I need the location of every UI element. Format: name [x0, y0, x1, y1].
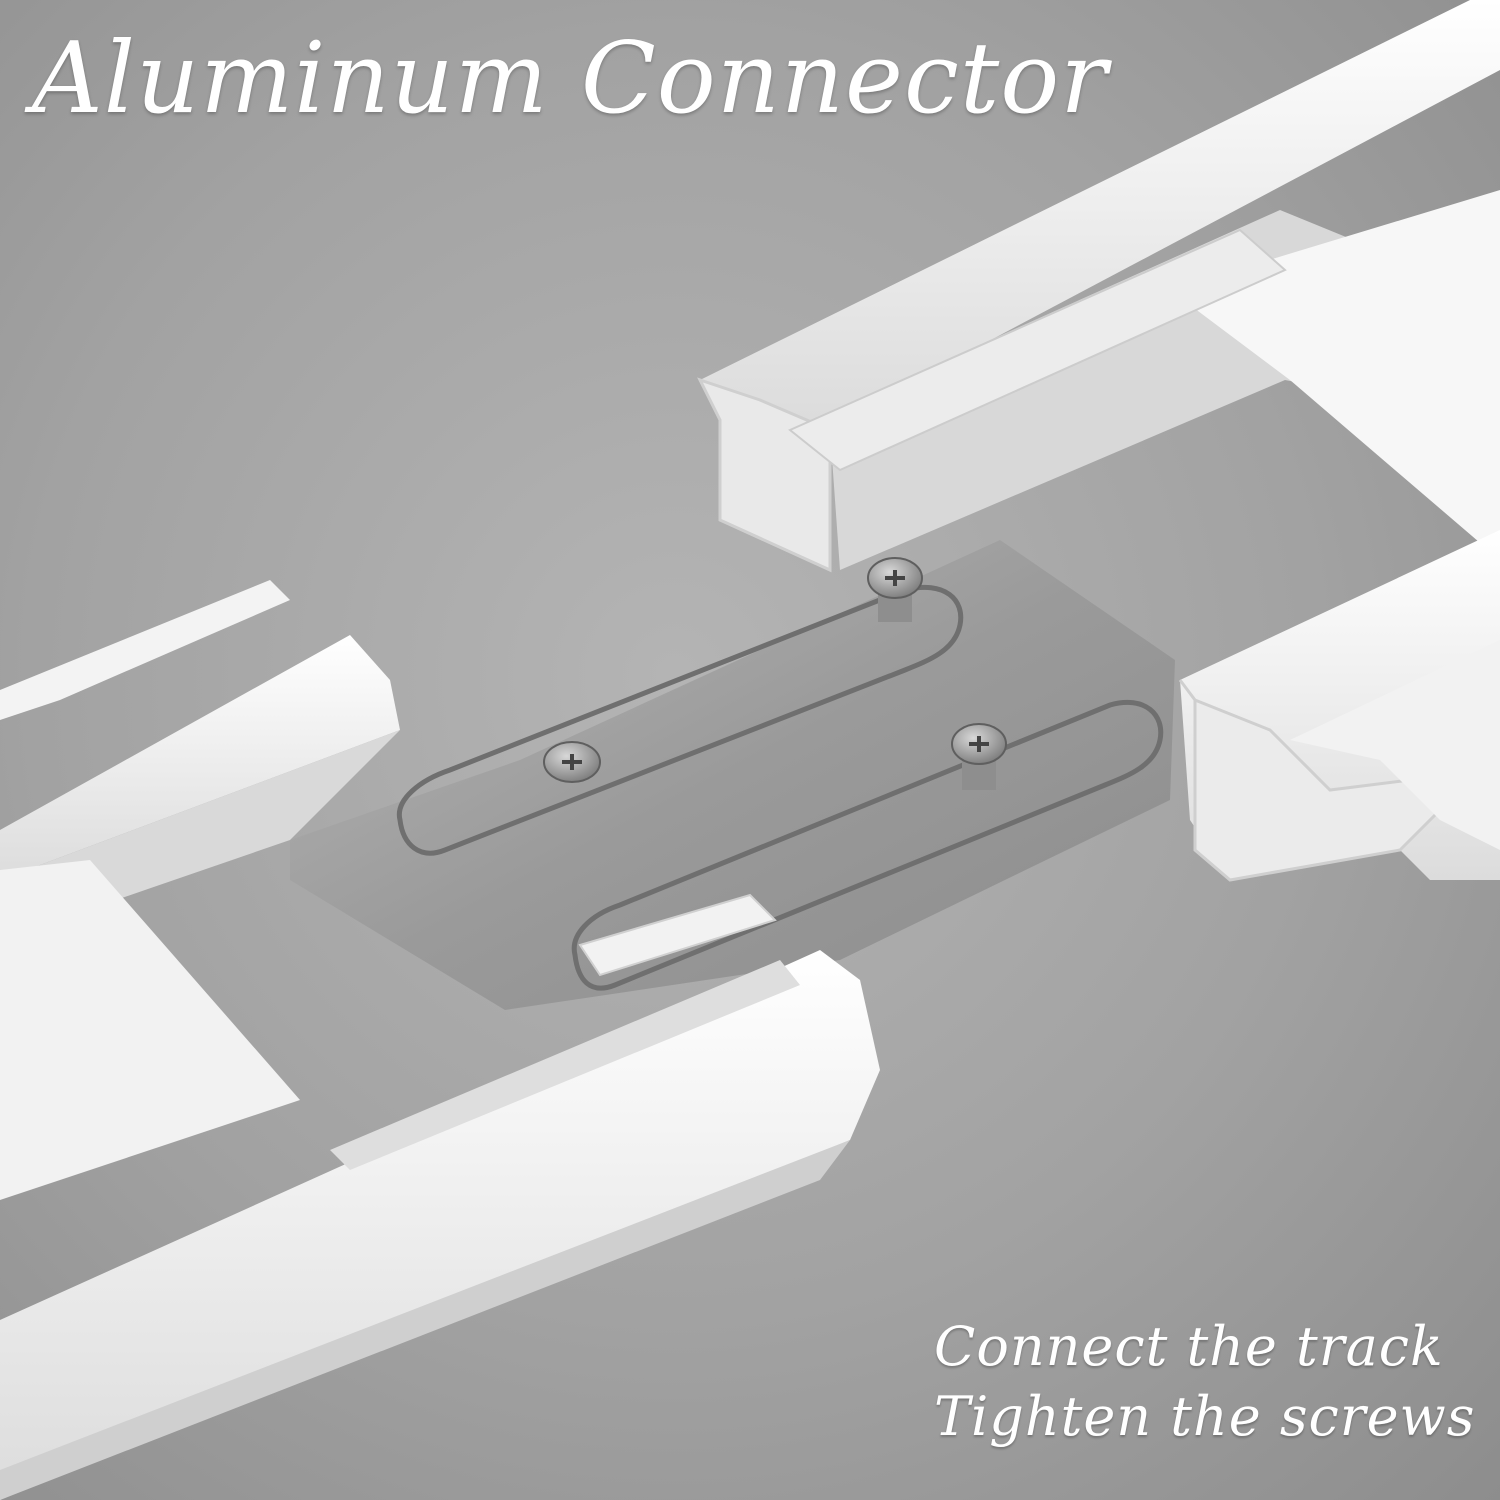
headline-title: Aluminum Connector: [32, 22, 1109, 136]
caption-line-connect: Connect the track: [934, 1315, 1444, 1378]
screw: [951, 723, 1007, 790]
instruction-caption: Connect the track Tighten the screws: [934, 1312, 1476, 1452]
aluminum-connector-plate: [290, 540, 1175, 1010]
track-segment-right: [1178, 530, 1500, 882]
screw: [543, 741, 601, 783]
track-segment-left: [0, 580, 400, 1200]
track-segment-upper-right: [697, 0, 1500, 573]
caption-line-tighten: Tighten the screws: [934, 1385, 1476, 1448]
screw: [867, 557, 923, 622]
track-segment-front: [0, 893, 880, 1500]
